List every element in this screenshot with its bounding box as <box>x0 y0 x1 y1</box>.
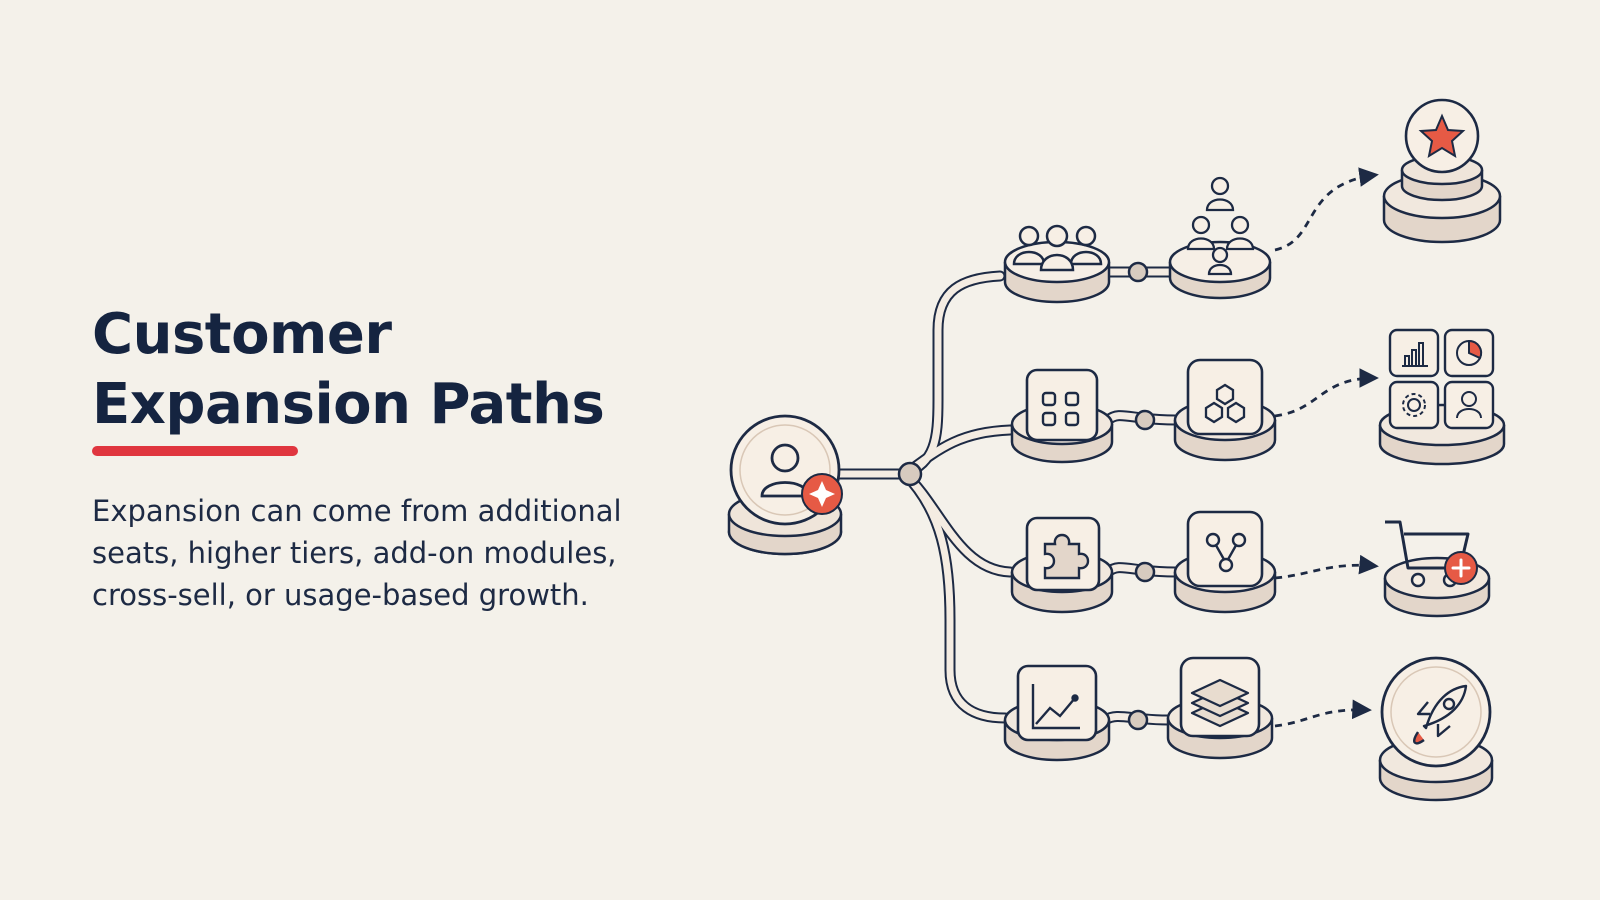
arrow-usage <box>1274 699 1372 728</box>
path-seats <box>1003 98 1502 304</box>
outcome-star-node <box>1382 98 1502 244</box>
step-hierarchy-node <box>1168 176 1272 300</box>
layers-stack-icon <box>1190 678 1250 728</box>
outcome-dashboard-node <box>1378 328 1506 466</box>
outcome-rocket-node <box>1378 656 1494 802</box>
line-chart-icon <box>1031 684 1080 730</box>
settings-tile <box>1388 380 1440 430</box>
addons-joint <box>1134 561 1156 583</box>
puzzle-piece-icon <box>1043 533 1090 580</box>
seats-joint <box>1127 261 1149 283</box>
outcome-arrows <box>1274 167 1379 728</box>
step-puzzle-node <box>1010 516 1114 614</box>
junction-nodes <box>897 261 1156 731</box>
star-icon <box>1418 113 1466 159</box>
title-underline <box>92 446 298 456</box>
outcome-cart-node <box>1383 520 1491 618</box>
tiers-joint <box>1134 409 1156 431</box>
title-line-1: Customer <box>92 302 392 367</box>
path-tiers <box>1010 328 1506 466</box>
step-network-node <box>1173 510 1277 614</box>
share-network-icon <box>1205 532 1247 573</box>
connector-pipes <box>816 266 1181 726</box>
org-hierarchy-icon <box>1186 176 1255 276</box>
arrow-seats <box>1274 167 1379 252</box>
step-hexagon-node <box>1173 358 1277 462</box>
shopping-cart-add-icon <box>1385 520 1478 588</box>
team-group-icon <box>1012 224 1103 272</box>
slide-body-text: Expansion can come from additional seats… <box>92 494 622 612</box>
main-junction <box>897 461 923 487</box>
step-team-node <box>1003 224 1111 304</box>
bar-chart-tile <box>1388 328 1440 378</box>
gear-icon <box>1407 398 1421 412</box>
sparkle-icon <box>801 473 843 515</box>
step-grid-node <box>1010 368 1114 464</box>
slide-title: Customer Expansion Paths <box>92 300 605 440</box>
arrow-addons <box>1274 554 1379 580</box>
step-chart-node <box>1003 664 1111 762</box>
app-grid-icon <box>1041 391 1080 427</box>
title-line-2: Expansion Paths <box>92 372 605 437</box>
path-usage <box>1003 656 1494 802</box>
path-addons <box>1010 510 1491 618</box>
hexagon-cluster-icon <box>1204 383 1246 424</box>
rocket-icon <box>1413 684 1468 745</box>
arrow-tiers <box>1274 368 1379 418</box>
start-customer-node <box>727 414 843 556</box>
bar-chart-icon <box>1404 355 1410 367</box>
user-icon <box>1461 391 1477 407</box>
usage-joint <box>1127 709 1149 731</box>
step-layers-node <box>1166 656 1274 760</box>
